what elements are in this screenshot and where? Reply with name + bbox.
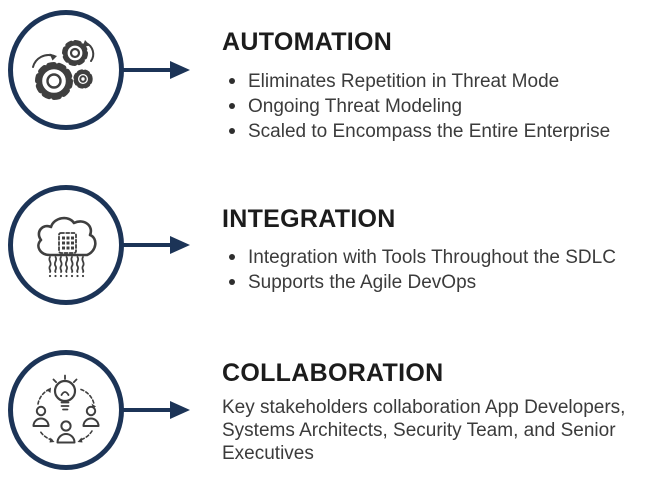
paragraph-line: Systems Architects, Security Team, and S… [222, 420, 616, 441]
bullet-item: Supports the Agile DevOps [222, 270, 652, 295]
integration-title: INTEGRATION [222, 205, 396, 233]
paragraph-line: Executives [222, 443, 314, 464]
automation-title: AUTOMATION [222, 28, 393, 56]
integration-bullet-list: Integration with Tools Throughout the SD… [222, 245, 652, 295]
bullet-item: Ongoing Threat Modeling [222, 94, 652, 119]
right-arrow-icon [120, 236, 190, 254]
bullet-item: Scaled to Encompass the Entire Enterpris… [222, 119, 652, 144]
gears-icon [32, 40, 95, 100]
collaboration-title: COLLABORATION [222, 359, 444, 387]
collaboration-circle-badge [8, 350, 124, 470]
bullet-item: Eliminates Repetition in Threat Mode [222, 69, 652, 94]
paragraph-line: Key stakeholders collaboration App Devel… [222, 397, 626, 418]
automation-bullet-list: Eliminates Repetition in Threat Mode Ong… [222, 69, 652, 144]
right-arrow-icon [120, 61, 190, 79]
cloud-network-icon [37, 216, 97, 278]
section-collaboration: COLLABORATION Key stakeholders collabora… [0, 348, 654, 479]
automation-circle-badge [8, 10, 124, 130]
integration-circle-badge [8, 185, 124, 305]
section-integration: INTEGRATION Integration with Tools Throu… [0, 183, 654, 343]
integration-text: INTEGRATION Integration with Tools Throu… [222, 203, 652, 295]
automation-text: AUTOMATION Eliminates Repetition in Thre… [222, 26, 652, 144]
bullet-item: Integration with Tools Throughout the SD… [222, 245, 652, 270]
collaboration-paragraph: Key stakeholders collaboration App Devel… [222, 396, 652, 465]
collaboration-text: COLLABORATION Key stakeholders collabora… [222, 357, 652, 465]
team-idea-icon [32, 374, 100, 444]
right-arrow-icon [120, 401, 190, 419]
section-automation: AUTOMATION Eliminates Repetition in Thre… [0, 8, 654, 168]
